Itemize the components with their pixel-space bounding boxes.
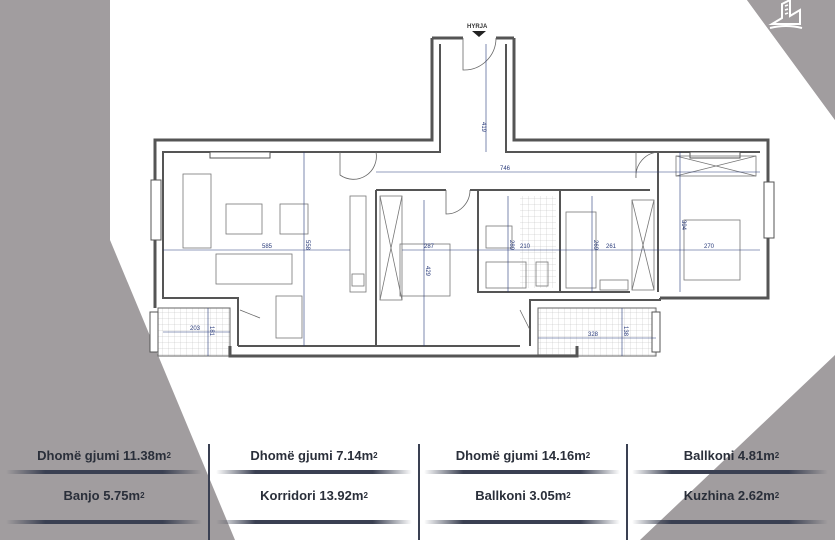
card-divider: [418, 444, 420, 540]
area-label: Dhomë gjumi 7.14m: [250, 447, 374, 463]
card-separator: [632, 470, 828, 474]
area-label: Banjo 5.75m: [63, 487, 141, 503]
area-unit: 2: [774, 450, 780, 460]
dim-bedroom2-width: 261: [606, 244, 617, 250]
dim-bedroom2-height: 269: [592, 240, 598, 251]
area-unit: 2: [363, 490, 368, 500]
dimension-lines: [163, 44, 760, 356]
area-unit: 2: [585, 450, 591, 460]
card-separator: [6, 520, 202, 524]
dim-balcony1-width: 203: [190, 326, 201, 332]
entry-arrow-icon: [472, 31, 486, 37]
bathroom-tiles: [520, 196, 556, 288]
dim-balcony2-width: 328: [588, 332, 599, 338]
area-unit: 2: [774, 490, 780, 500]
dim-corridor-vertical: 419: [480, 122, 486, 133]
left-gray-panel: [0, 0, 235, 540]
area-unit: 2: [166, 450, 171, 460]
doors: [239, 37, 661, 331]
card-divider: [208, 444, 210, 540]
inner-walls: [162, 44, 760, 347]
dim-bath-height: 289: [508, 240, 514, 251]
dim-balcony1-height: 181: [208, 326, 214, 337]
dim-bedroom3-width: 270: [704, 244, 715, 250]
card-separator: [216, 520, 412, 524]
dim-corridor-horizontal: 746: [500, 166, 511, 172]
card-separator: [216, 470, 412, 474]
dim-living-height: 558: [304, 240, 310, 251]
card-divider: [626, 444, 628, 540]
floor-plan: HYRJA 419 746 585 558 287 429 289 210 26…: [149, 24, 775, 358]
card-separator: [424, 470, 620, 474]
area-unit: 2: [566, 490, 571, 500]
area-label: Ballkoni 4.81m: [683, 447, 775, 463]
dim-balcony2-height: 138: [622, 326, 628, 337]
dim-bedroom3-height: 394: [680, 220, 686, 231]
building-logo-icon: [768, 0, 803, 29]
dim-bedroom1-width: 287: [424, 244, 435, 250]
area-label: Dhomë gjumi 14.16m: [455, 447, 586, 463]
dim-living-width: 585: [262, 244, 273, 250]
area-unit: 2: [140, 490, 145, 500]
right-gray-panel: [640, 0, 835, 540]
windows: [149, 151, 775, 353]
area-label: Kuzhina 2.62m: [683, 487, 775, 503]
outer-walls: [153, 36, 770, 358]
card-separator: [632, 520, 828, 524]
area-label: Ballkoni 3.05m: [475, 487, 567, 503]
area-label: Korridori 13.92m: [260, 487, 364, 503]
area-label: Dhomë gjumi 11.38m: [37, 447, 167, 463]
dim-bedroom1-height: 429: [424, 266, 430, 277]
dim-bath-width: 210: [520, 244, 531, 250]
balcony-right: [537, 307, 657, 357]
card-separator: [424, 520, 620, 524]
area-unit: 2: [373, 450, 378, 460]
entry-label: HYRJA: [467, 24, 488, 30]
right-top-triangle: [747, 0, 835, 120]
card-separator: [6, 470, 202, 474]
